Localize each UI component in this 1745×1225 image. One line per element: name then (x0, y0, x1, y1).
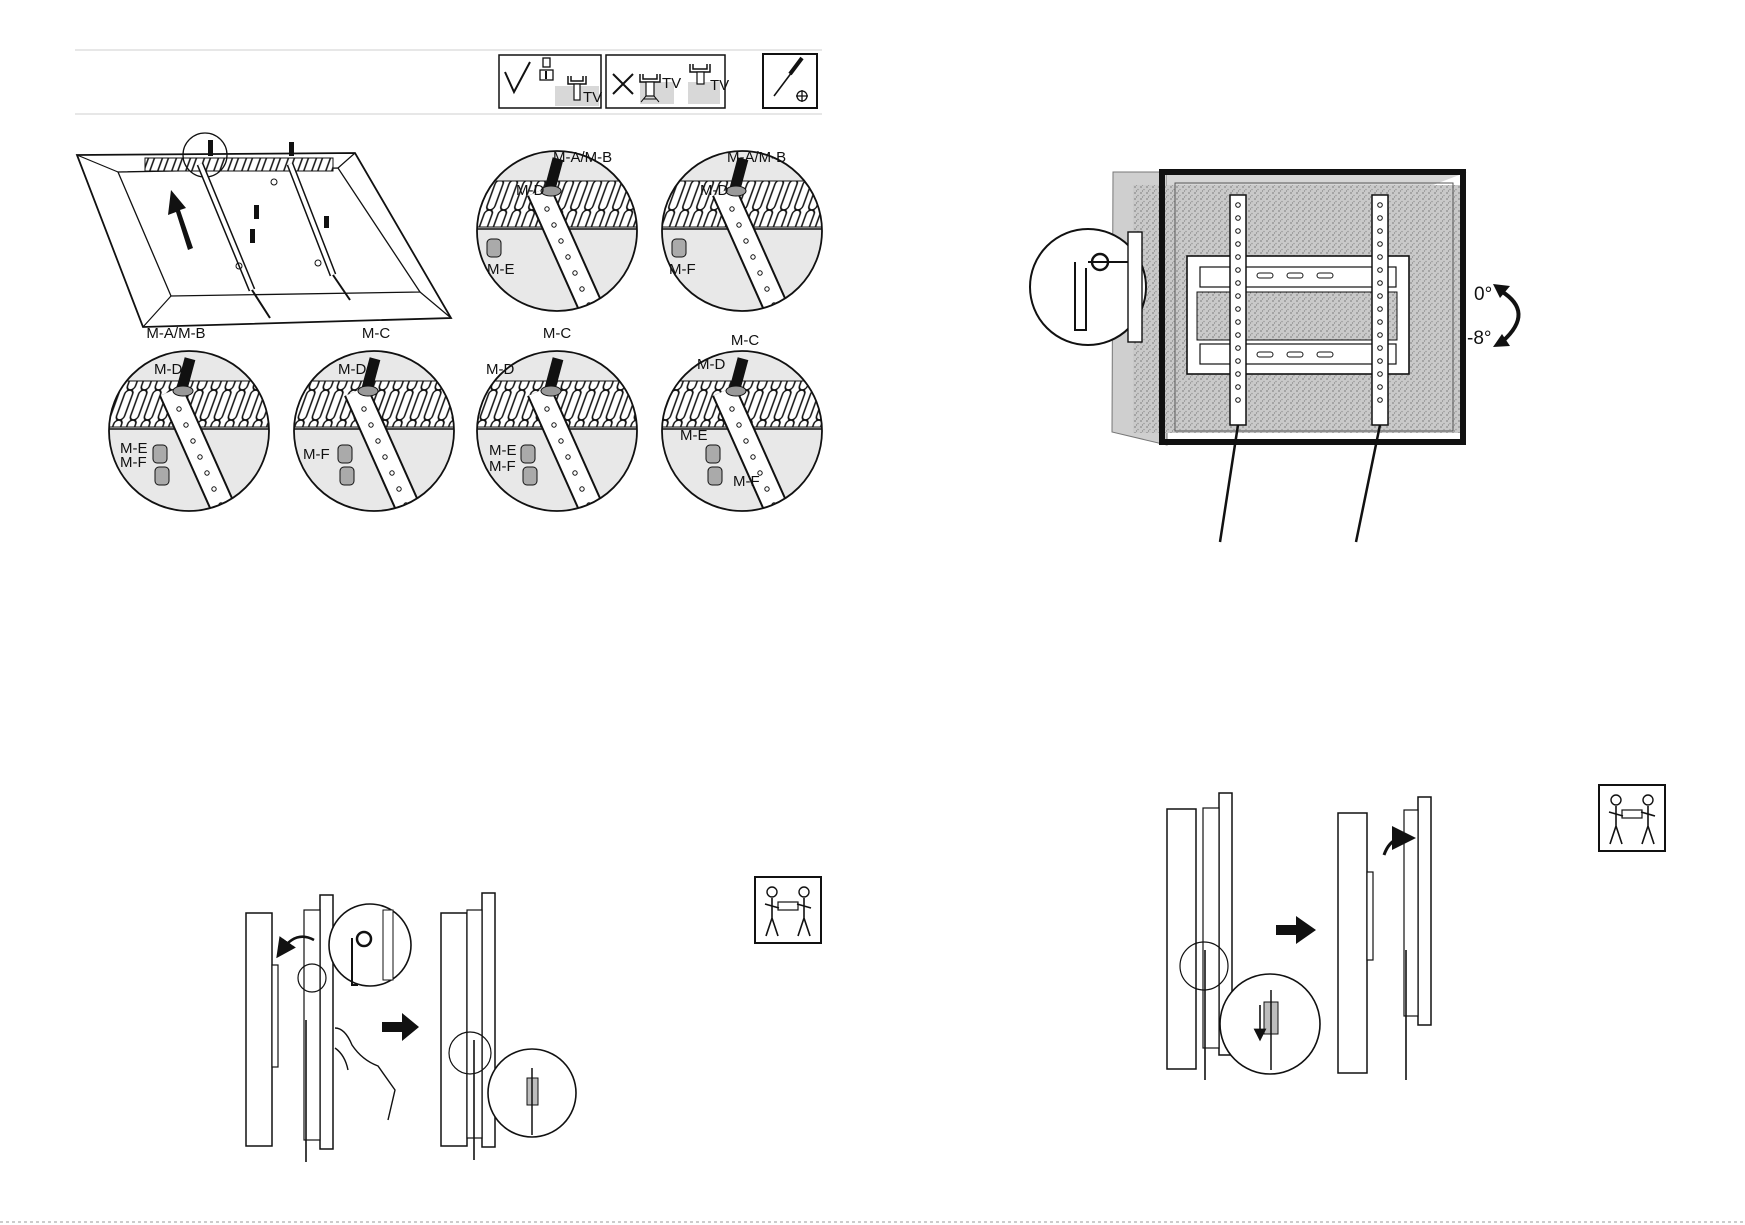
correct-combination-box: TV (499, 55, 602, 108)
washer-icon (726, 386, 746, 396)
part-label: M-E (680, 427, 708, 444)
part-label: M-F (733, 473, 760, 490)
tool-box (763, 54, 817, 108)
part-label: M-F (303, 446, 330, 463)
part-label: M-E (487, 261, 515, 278)
detail-circle: M-C M-D M-EM-F (477, 325, 637, 521)
part-label: M-E (489, 442, 517, 459)
lock-tv-illustration (1167, 785, 1665, 1080)
part-label: M-D (154, 361, 182, 378)
spacer-icon (521, 445, 535, 463)
tv-label-2: TV (662, 75, 681, 92)
mounted-tv-illustration: 0° -8° (1030, 172, 1519, 542)
part-label: M-F (669, 261, 696, 278)
next-step-arrow-icon (1276, 916, 1316, 944)
tv-back-illustration (77, 133, 451, 327)
spacer-icon (523, 467, 537, 485)
spacer-icon (672, 239, 686, 257)
header-bar: TV TV TV (75, 50, 822, 114)
tv-label-3: TV (710, 77, 729, 94)
spacer-icon (340, 467, 354, 485)
tilt-angle-bottom: -8° (1467, 328, 1492, 349)
two-person-lift-icon (1599, 785, 1665, 851)
spacer-icon (487, 239, 501, 257)
spacer-icon (708, 467, 722, 485)
part-label: M-F (489, 458, 516, 475)
washer-icon (358, 386, 378, 396)
tv-label-1: TV (583, 89, 602, 106)
part-label: M-D (516, 182, 544, 199)
two-person-lift-icon (755, 877, 821, 943)
part-label: M-D (700, 182, 728, 199)
part-label: M-A/M-B (146, 325, 205, 342)
next-step-arrow-icon (382, 1013, 419, 1041)
detail-circle: M-A/M-BM-DM-EM-F (109, 325, 269, 521)
washer-icon (541, 386, 561, 396)
detail-circle: M-C M-D M-E M-F (662, 332, 822, 521)
tilt-arrow-icon (1493, 284, 1519, 347)
part-label: M-C (543, 325, 571, 342)
part-label: M-C (362, 325, 390, 342)
detail-circle: M-C M-D M-F (294, 325, 454, 521)
wrong-combination-box: TV TV (606, 55, 729, 108)
detail-circle: M-A/M-B M-D M-F (662, 149, 822, 321)
washer-icon (726, 186, 746, 196)
part-label: M-A/M-B (553, 149, 612, 166)
spacer-icon (338, 445, 352, 463)
part-label: M-D (486, 361, 514, 378)
tilt-lock-zoom (1030, 229, 1146, 345)
part-label: M-F (120, 454, 147, 471)
hang-tv-illustration (246, 877, 821, 1162)
spacer-icon (706, 445, 720, 463)
part-label: M-D (338, 361, 366, 378)
part-label: M-C (731, 332, 759, 349)
spacer-icon (155, 467, 169, 485)
part-label: M-A/M-B (727, 149, 786, 166)
washer-icon (173, 386, 193, 396)
spacer-icon (153, 445, 167, 463)
hand-icon (335, 1028, 395, 1120)
part-label: M-D (697, 356, 725, 373)
detail-circle: M-A/M-B M-D M-E (477, 149, 637, 321)
tilt-angle-top: 0° (1474, 284, 1492, 305)
